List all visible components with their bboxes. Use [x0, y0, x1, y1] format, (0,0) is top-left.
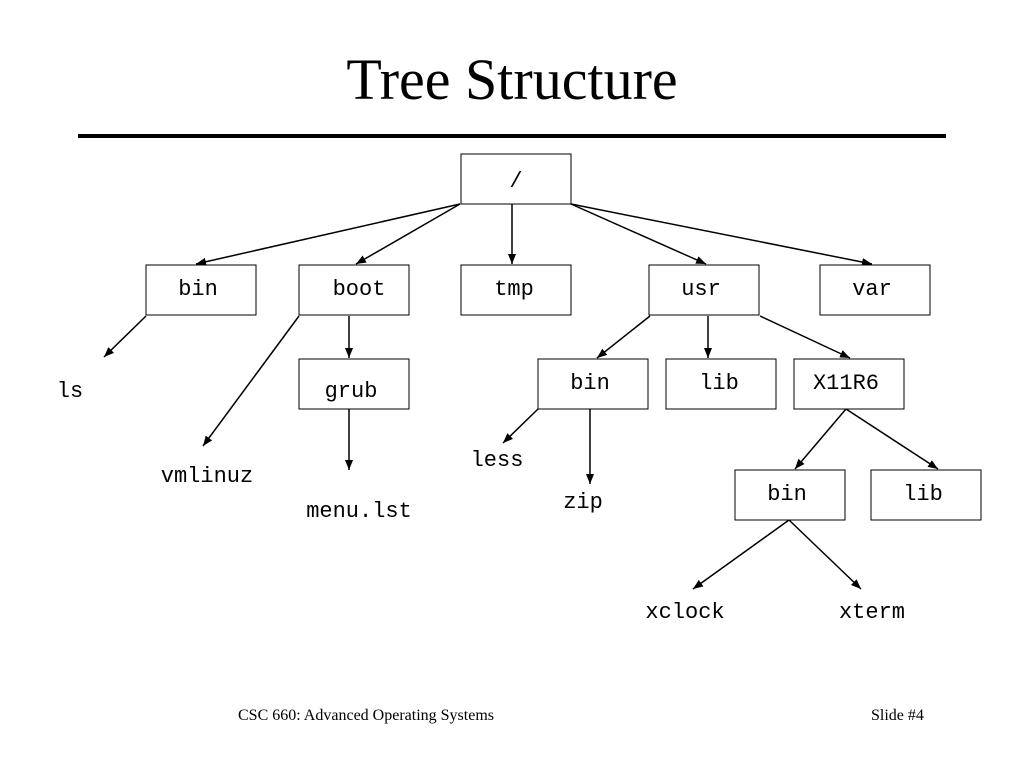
edge-x11r6-lib [845, 408, 939, 470]
node-grub-label: grub [325, 379, 378, 404]
node-boot-label: boot [333, 277, 386, 302]
node-usr-lib-label: lib [699, 371, 739, 396]
edge-root-bin [195, 203, 461, 266]
footer-course: CSC 660: Advanced Operating Systems [238, 707, 494, 724]
node-usr-label: usr [681, 277, 721, 302]
node-x11-bin-label: bin [767, 482, 807, 507]
node-usr-box [648, 264, 760, 316]
node-x11r6-box [793, 358, 905, 410]
edge-root-boot [355, 203, 461, 265]
edge-x11r6-bin [794, 408, 847, 470]
node-root-label: / [509, 169, 522, 194]
leaf-vmlinuz-label: vmlinuz [161, 464, 253, 489]
leaf-menulst-label: menu.lst [306, 499, 412, 524]
edge-x11bin-xclock [692, 519, 790, 590]
node-usr-bin-label: bin [570, 371, 610, 396]
edge-usr-bin [596, 315, 651, 359]
node-grub-box [298, 358, 410, 410]
footer-slide-number: Slide #4 [871, 707, 924, 724]
node-bin-box [145, 264, 257, 316]
node-boot-box [298, 264, 410, 316]
node-x11r6-label: X11R6 [813, 371, 879, 396]
node-tmp-label: tmp [494, 277, 534, 302]
tree-edges [103, 203, 939, 590]
node-bin-label: bin [178, 277, 218, 302]
node-var-box [819, 264, 931, 316]
edge-usr-x11r6 [759, 315, 851, 359]
edge-root-usr [570, 203, 707, 265]
node-var-label: var [852, 277, 892, 302]
leaf-ls-label: ls [57, 379, 83, 404]
title-divider [78, 134, 946, 138]
node-x11-bin-box [734, 469, 846, 521]
leaf-less-label: less [471, 448, 524, 473]
edge-root-var [570, 203, 873, 266]
leaf-xclock-label: xclock [645, 600, 724, 625]
edge-boot-vmlinuz [202, 315, 300, 447]
node-usr-bin-box [537, 358, 649, 410]
leaf-zip-label: zip [563, 490, 603, 515]
node-root-box [460, 153, 572, 205]
leaf-xterm-label: xterm [839, 600, 905, 625]
node-tmp-box [460, 264, 572, 316]
node-x11-lib-box [870, 469, 982, 521]
node-x11-lib-label: lib [903, 482, 943, 507]
edge-usrbin-less [502, 408, 539, 444]
node-usr-lib-box [665, 358, 777, 410]
edge-bin-ls [103, 315, 147, 358]
edge-x11bin-xterm [788, 519, 862, 590]
slide-title: Tree Structure [346, 47, 678, 112]
